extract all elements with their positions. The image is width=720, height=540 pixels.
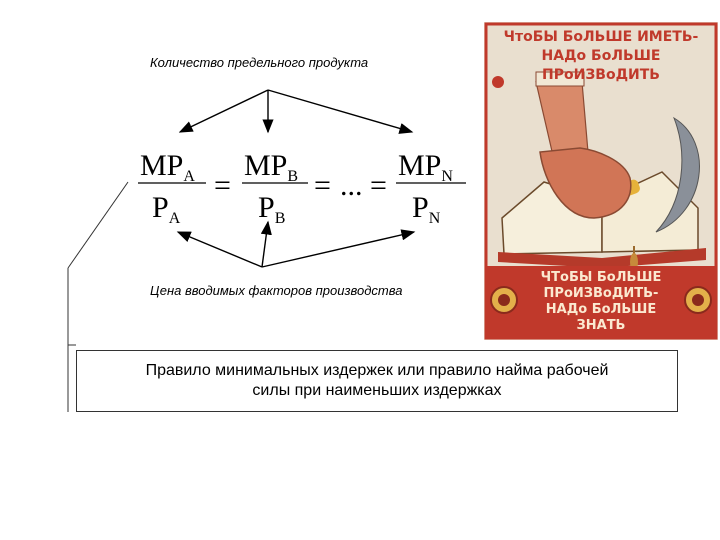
bottom-arrows — [176, 220, 416, 268]
top-arrows — [178, 89, 414, 134]
denominator-n: PN — [412, 191, 441, 227]
rule-line-1: Правило минимальных издержек или правило… — [145, 362, 609, 379]
poster-top-line-2: НАДо БоЛЬШЕ ПРоИЗВоДИТЬ — [541, 48, 661, 83]
poster-emblem-left — [490, 286, 518, 314]
denominator-b: PB — [258, 191, 285, 227]
equals-2: = — [314, 169, 331, 202]
marginal-product-label: Количество предельного продукта — [150, 55, 369, 70]
soviet-poster: ЧтоБЫ БоЛЬШЕ ИМЕТЬ- НАДо БоЛЬШЕ ПРоИЗВоД… — [484, 22, 718, 340]
poster-bottom-line-4: ЗНАТЬ — [576, 318, 626, 333]
ellipsis: ... — [340, 169, 363, 202]
rule-text: Правило минимальных издержек или правило… — [77, 361, 677, 401]
hand-illustration — [535, 71, 632, 219]
poster-bottom-band — [486, 266, 716, 338]
equals-1: = — [214, 169, 231, 202]
poster-emblem-right — [684, 286, 712, 314]
numerator-b: MPB — [244, 149, 298, 185]
factor-price-label: Цена вводимых факторов производства — [150, 283, 403, 298]
poster-emblem-small — [492, 76, 504, 88]
poster-artwork — [484, 22, 718, 340]
denominator-a: PA — [152, 191, 181, 227]
poster-slogan-top: ЧтоБЫ БоЛЬШЕ ИМЕТЬ- НАДо БоЛЬШЕ ПРоИЗВоД… — [492, 28, 710, 85]
equals-3: = — [370, 169, 387, 202]
numerator-a: MPA — [140, 149, 195, 185]
rule-box: Правило минимальных издержек или правило… — [76, 350, 678, 412]
numerator-n: MPN — [398, 149, 453, 185]
poster-slogan-bottom: ЧТоБЫ БоЛЬШЕ ПРоИЗВоДИТЬ- НАДо БоЛЬШЕ ЗН… — [520, 270, 682, 334]
poster-bottom-line-3: НАДо БоЛЬШЕ — [545, 302, 657, 317]
rule-line-2: силы при наименьших издержках — [252, 382, 502, 399]
poster-bottom-line-2: ПРоИЗВоДИТЬ- — [543, 286, 659, 301]
poster-bottom-line-1: ЧТоБЫ БоЛЬШЕ — [540, 270, 662, 285]
poster-top-line-1: ЧтоБЫ БоЛЬШЕ ИМЕТЬ- — [503, 29, 699, 45]
formula: MPA PA = MPB PB = ... = MPN PN — [138, 149, 466, 227]
connector-lines — [67, 181, 129, 412]
